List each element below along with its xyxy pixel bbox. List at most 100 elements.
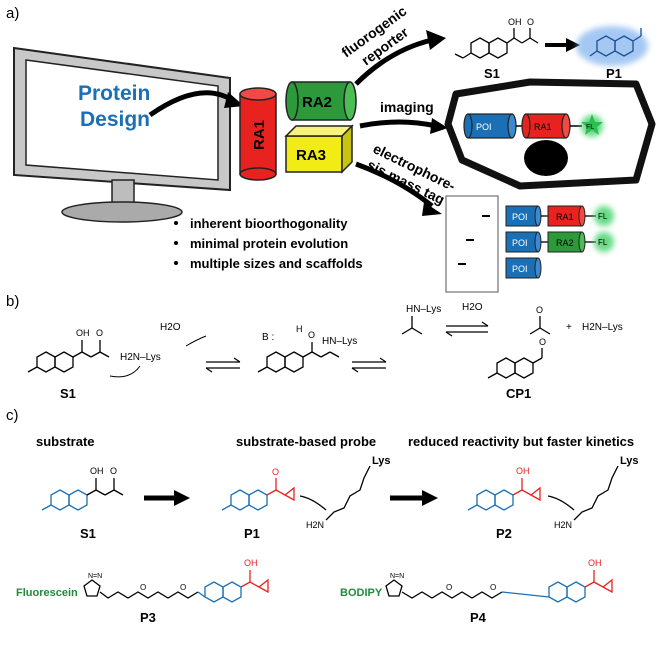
- gel-row-2-fl: FL: [598, 238, 608, 247]
- ra1-label: RA1: [251, 120, 268, 150]
- b-int-h: H: [296, 324, 303, 334]
- ra2-cylinder: RA2: [285, 81, 357, 121]
- c-p2-oh: OH: [516, 466, 530, 476]
- b-s1-oh: OH: [76, 328, 90, 338]
- c-p2-label: P2: [496, 526, 512, 541]
- s1-structure-top: [454, 28, 539, 59]
- c-p1-structure: [221, 478, 295, 511]
- b-h2n-lys: H2N–Lys: [120, 352, 161, 363]
- gel-row-2-ra: RA2: [556, 238, 574, 248]
- b-int-o: O: [308, 330, 315, 340]
- design-arrow: [148, 90, 234, 118]
- b-water-arrow: [185, 335, 207, 347]
- electro-arrow-head: [422, 202, 442, 216]
- c-s1-o: O: [110, 466, 117, 476]
- design-arrow-head: [224, 92, 244, 108]
- gel-row-3: [505, 257, 542, 279]
- imaging-arrow: [359, 119, 437, 129]
- p1-top-label: P1: [606, 66, 622, 81]
- cell-poi-label: POI: [476, 122, 492, 132]
- gel-row-2: [505, 231, 614, 253]
- ra3-label: RA3: [296, 147, 326, 164]
- b-intermediate-structure: [257, 342, 340, 373]
- cell-ra1-label: RA1: [534, 122, 552, 132]
- panel-a-label: a): [6, 5, 19, 22]
- b-enamine: [401, 316, 423, 335]
- panel-c-label: c): [6, 407, 19, 424]
- b-plus: +: [566, 322, 572, 333]
- c-p1-o: O: [272, 467, 279, 477]
- gel-row-1: [505, 205, 614, 227]
- c-s1-oh: OH: [90, 466, 104, 476]
- s1-top-label: S1: [484, 66, 500, 81]
- gel-row-3-poi: POI: [512, 264, 528, 274]
- b-equilibrium-1: [205, 357, 241, 373]
- c-p4-label: P4: [470, 610, 487, 625]
- ra2-label: RA2: [302, 94, 332, 111]
- fluorogenic-arrow: [354, 37, 433, 86]
- c-p2-structure: [467, 478, 541, 511]
- cell-fusion-protein: [463, 113, 603, 139]
- c-lys-chain-1: [299, 465, 371, 521]
- c-p3-o1: O: [140, 583, 146, 592]
- b-h2o-1: H2O: [160, 322, 181, 333]
- b-s1-label: S1: [60, 386, 76, 401]
- b-hn-lys-2: HN–Lys: [406, 304, 441, 315]
- b-equilibrium-2: [351, 357, 387, 373]
- c-head-reduced: reduced reactivity but faster kinetics: [408, 434, 634, 449]
- gel: [445, 195, 499, 293]
- c-p3-n: N=N: [88, 573, 102, 580]
- imaging-arrow-head: [430, 118, 448, 134]
- c-lys-chain-2: [547, 465, 619, 521]
- bullet-1: inherent bioorthogonality: [190, 216, 348, 231]
- c-p4-o2: O: [490, 583, 496, 592]
- b-s1-o: O: [96, 328, 103, 338]
- c-p3-structure: [83, 570, 269, 603]
- c-p4-oh: OH: [588, 558, 602, 568]
- c-lys-2: Lys: [620, 455, 639, 467]
- b-cp1-o: O: [539, 337, 546, 347]
- b-s1-structure: [27, 340, 110, 373]
- fluorogenic-arrow-head: [426, 30, 446, 50]
- cell-nucleus: [524, 140, 568, 176]
- b-h2o-2: H2O: [462, 302, 483, 313]
- b-acetone: [529, 316, 551, 335]
- c-s1-label: S1: [80, 526, 96, 541]
- panel-b-label: b): [6, 293, 19, 310]
- b-cp1-structure: [487, 348, 543, 379]
- b-acetone-o: O: [536, 305, 543, 315]
- c-head-substrate: substrate: [36, 434, 95, 449]
- cell-fl-label: FL: [586, 124, 594, 131]
- monitor-text-line1: Protein: [78, 82, 150, 105]
- c-lys-1: Lys: [372, 455, 391, 467]
- gel-row-1-poi: POI: [512, 212, 528, 222]
- c-h2n-1: H2N: [306, 520, 324, 530]
- s1-top-o: O: [527, 17, 534, 27]
- c-p3-oh: OH: [244, 558, 258, 568]
- b-attack-arrow: [109, 365, 141, 378]
- bullet-3: multiple sizes and scaffolds: [190, 256, 363, 271]
- b-equilibrium-3: [445, 321, 489, 337]
- s1-to-p1-arrow-head: [566, 38, 580, 52]
- c-p3-label: P3: [140, 610, 156, 625]
- c-fluorescein: Fluorescein: [16, 587, 78, 599]
- c-p4-o1: O: [446, 583, 452, 592]
- c-p1-label: P1: [244, 526, 260, 541]
- s1-top-oh: OH: [508, 17, 522, 27]
- p1-structure-top: [589, 28, 642, 57]
- c-p3-o2: O: [180, 583, 186, 592]
- ra3-cube: RA3: [284, 124, 354, 174]
- c-arrow-2-head: [422, 490, 438, 506]
- c-arrow-1-head: [174, 490, 190, 506]
- b-h2n-lys-2: H2N–Lys: [582, 322, 623, 333]
- b-cp1-label: CP1: [506, 386, 531, 401]
- c-h2n-2: H2N: [554, 520, 572, 530]
- monitor-text-line2: Design: [80, 108, 150, 131]
- c-p4-n: N=N: [390, 573, 404, 580]
- c-bodipy: BODIPY: [340, 587, 383, 599]
- b-hn-lys: HN–Lys: [322, 336, 357, 347]
- monitor: Protein Design: [13, 46, 231, 223]
- p1-glow: [576, 26, 648, 66]
